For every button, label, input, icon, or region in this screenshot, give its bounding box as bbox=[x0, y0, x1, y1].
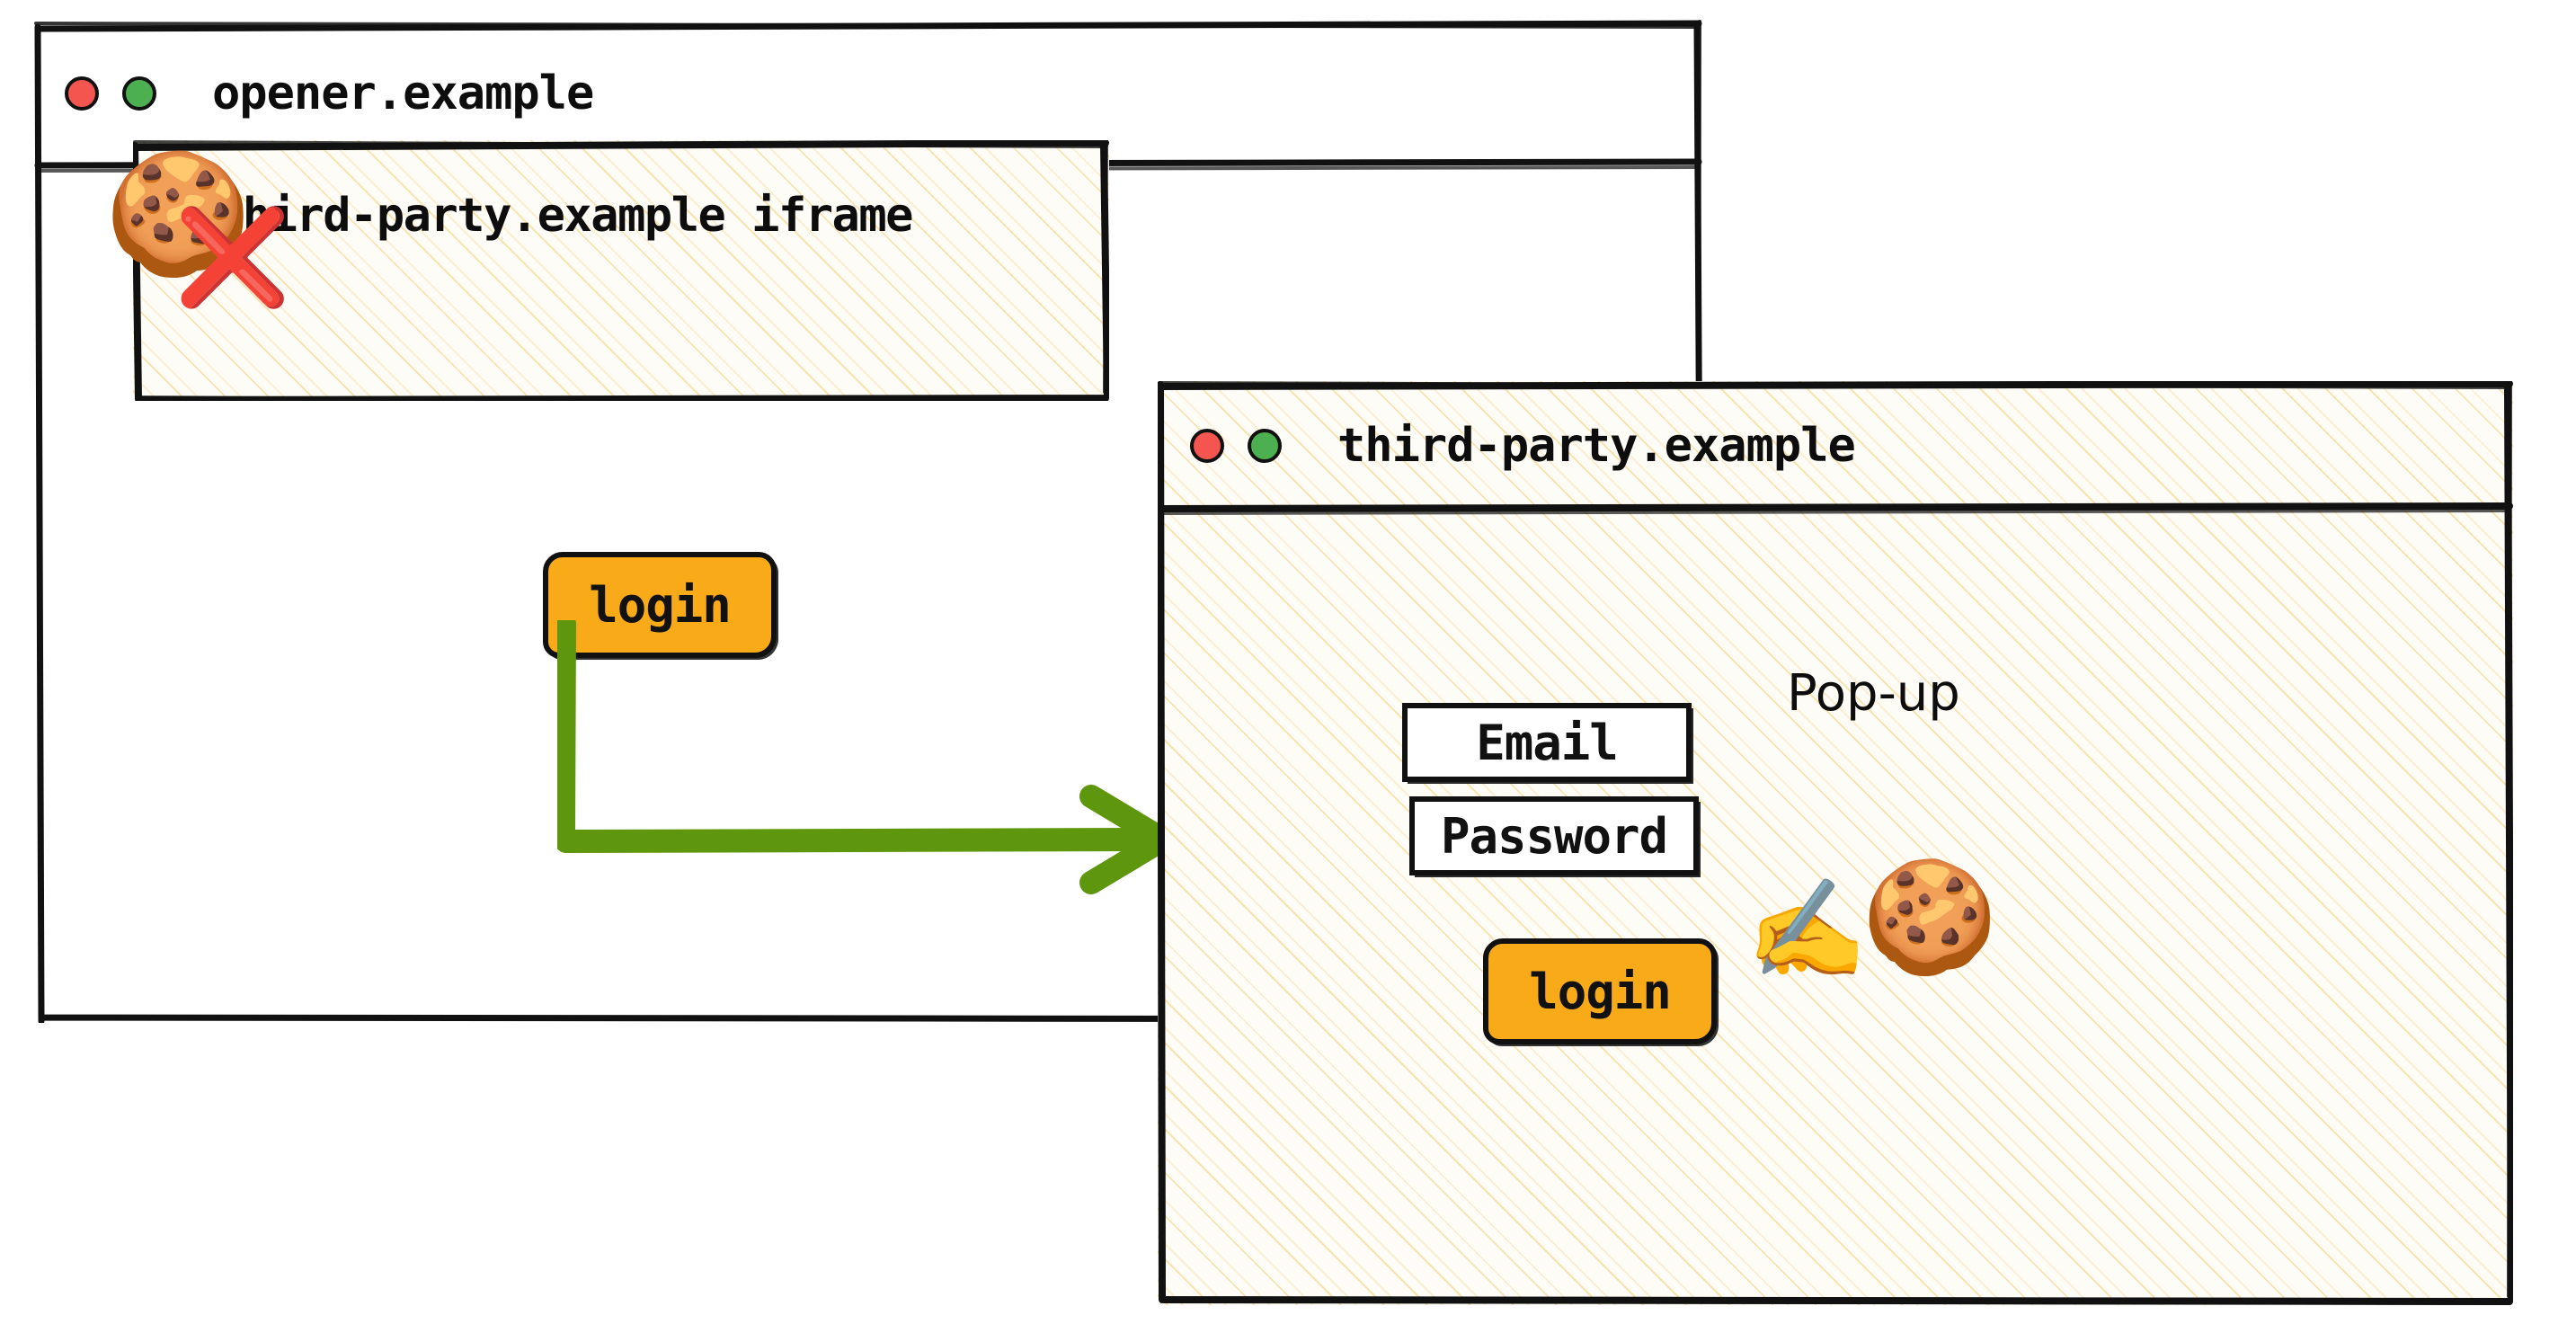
cross-mark-icon: ❌ bbox=[174, 202, 291, 312]
cookie-write-group: ✍️ 🍪 bbox=[1746, 862, 2043, 988]
opener-titlebar: opener.example bbox=[34, 20, 1702, 167]
password-field[interactable]: Password bbox=[1409, 796, 1699, 875]
popup-traffic-lights[interactable] bbox=[1190, 429, 1282, 463]
maximize-button[interactable] bbox=[1248, 429, 1282, 463]
email-field-label: Email bbox=[1476, 714, 1619, 771]
cookie-icon: 🍪 bbox=[1861, 853, 1998, 981]
close-button[interactable] bbox=[1190, 429, 1224, 463]
popup-window-title: third-party.example bbox=[1337, 419, 1856, 473]
popup-login-button[interactable]: login bbox=[1483, 938, 1717, 1044]
popup-titlebar: third-party.example bbox=[1158, 381, 2513, 511]
writing-hand-icon: ✍️ bbox=[1746, 874, 1868, 986]
cookie-icon: 🍪 bbox=[104, 145, 253, 283]
opener-traffic-lights[interactable] bbox=[65, 76, 156, 111]
opener-window-title: opener.example bbox=[212, 67, 594, 120]
popup-window-frame bbox=[1158, 381, 2513, 1305]
popup-browser-window: third-party.example Email Password login… bbox=[1158, 381, 2513, 1305]
third-party-iframe: third-party.example iframe bbox=[133, 140, 1109, 401]
maximize-button[interactable] bbox=[122, 76, 156, 111]
iframe-login-button[interactable]: login bbox=[543, 552, 777, 658]
popup-annotation-label: Pop-up bbox=[1787, 664, 1960, 723]
blocked-cookie-group: 🍪 ❌ bbox=[104, 145, 291, 316]
close-button[interactable] bbox=[65, 76, 99, 111]
email-field[interactable]: Email bbox=[1402, 703, 1692, 782]
popup-login-button-label: login bbox=[1529, 963, 1672, 1020]
password-field-label: Password bbox=[1440, 807, 1668, 865]
iframe-label: third-party.example iframe bbox=[216, 189, 913, 243]
iframe-login-button-label: login bbox=[589, 576, 732, 634]
